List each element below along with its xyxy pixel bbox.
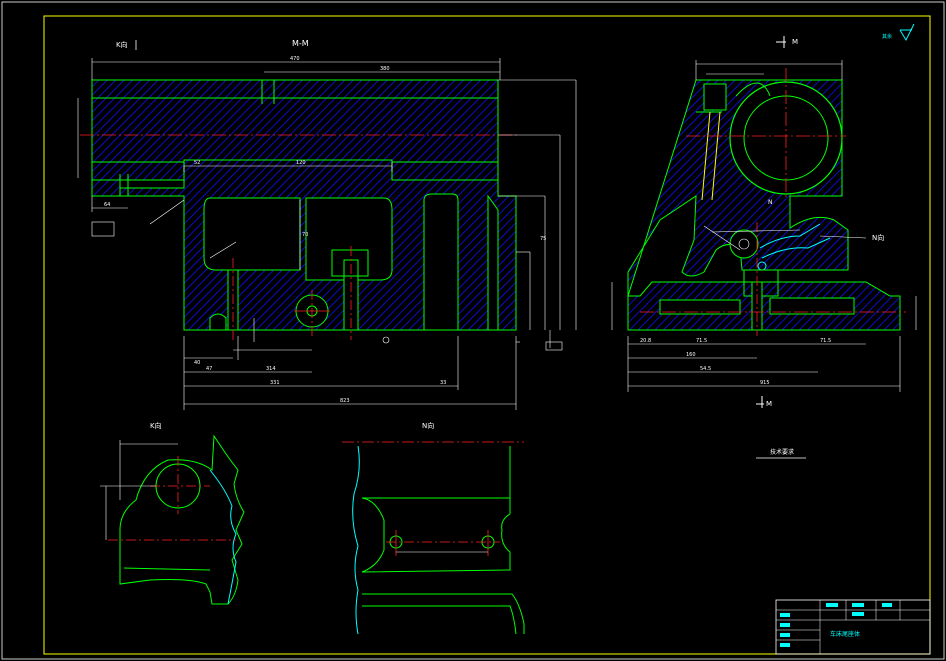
dim-75: 75 <box>540 236 546 242</box>
title-block: 车床尾座体 <box>775 599 931 655</box>
drawing-frame <box>43 15 931 655</box>
k-view: K向 <box>100 421 245 605</box>
section-label-mm: M-M <box>292 39 309 48</box>
dim-823: 823 <box>340 398 350 404</box>
dim-47: 47 <box>206 366 212 372</box>
dim-915: 915 <box>760 380 770 386</box>
n-view-title: N向 <box>422 421 434 430</box>
n-arrow-label: N向 <box>872 233 884 242</box>
dim-160: 160 <box>686 352 696 358</box>
dim-40: 40 <box>194 360 200 366</box>
n-view: N向 <box>342 421 525 635</box>
section-marker-m-bottom: M <box>766 400 772 408</box>
roughness-symbol: 其余 <box>882 23 915 42</box>
technical-requirements: 技术要求 <box>756 448 806 459</box>
dim-71.5: 71.5 <box>696 338 707 344</box>
dim-64: 64 <box>104 202 110 208</box>
dim-470: 470 <box>290 56 300 62</box>
k-arrow-label: K向 <box>116 40 128 49</box>
k-view-title: K向 <box>150 421 162 430</box>
dim-331: 331 <box>270 380 280 386</box>
roughness-label: 其余 <box>882 33 892 40</box>
dim-20.8: 20.8 <box>640 338 651 344</box>
dim-33: 33 <box>440 380 446 386</box>
section-view-mm: M-M K向 470 380 120 70 40 47 314 331 33 8… <box>77 39 577 410</box>
inner-cavity <box>203 197 301 271</box>
dim-314: 314 <box>266 366 276 372</box>
dim-71.5-b: 71.5 <box>820 338 831 344</box>
tech-title: 技术要求 <box>770 448 794 456</box>
drawing-name: 车床尾座体 <box>830 630 860 638</box>
dim-52: 52 <box>194 160 200 166</box>
dim-120: 120 <box>296 160 306 166</box>
dim-70: 70 <box>302 232 308 238</box>
side-view: 160 71.5 54.5 71.5 915 20.8 M M N N向 <box>611 36 917 408</box>
dim-54.5: 54.5 <box>700 366 711 372</box>
dim-380: 380 <box>380 66 390 72</box>
k-view-outline <box>119 434 245 605</box>
n-view-outline <box>361 446 525 635</box>
section-marker-m-top: M <box>792 38 798 46</box>
section-marker-n: N <box>768 199 773 206</box>
